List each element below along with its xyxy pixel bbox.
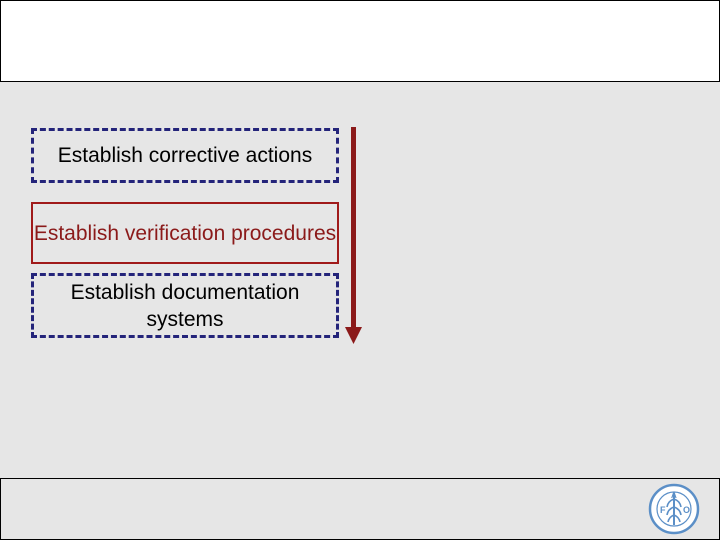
step-label: Establish corrective actions bbox=[57, 144, 313, 167]
step-box-verification-procedures: Establish verification procedures bbox=[31, 202, 339, 264]
step-box-corrective-actions: Establish corrective actions bbox=[31, 128, 339, 183]
step-box-documentation-systems: Establish documentation systems bbox=[31, 273, 339, 338]
svg-text:A: A bbox=[671, 491, 677, 500]
step-label: Establish verification procedures bbox=[33, 221, 337, 245]
step-label: Establish documentation systems bbox=[70, 280, 300, 331]
svg-text:O: O bbox=[683, 505, 690, 515]
svg-text:F: F bbox=[660, 505, 666, 515]
progress-arrow-icon bbox=[345, 127, 362, 344]
fao-logo-icon: F A O bbox=[648, 483, 700, 535]
slide-title-area bbox=[0, 0, 720, 82]
slide-footer bbox=[0, 478, 720, 540]
